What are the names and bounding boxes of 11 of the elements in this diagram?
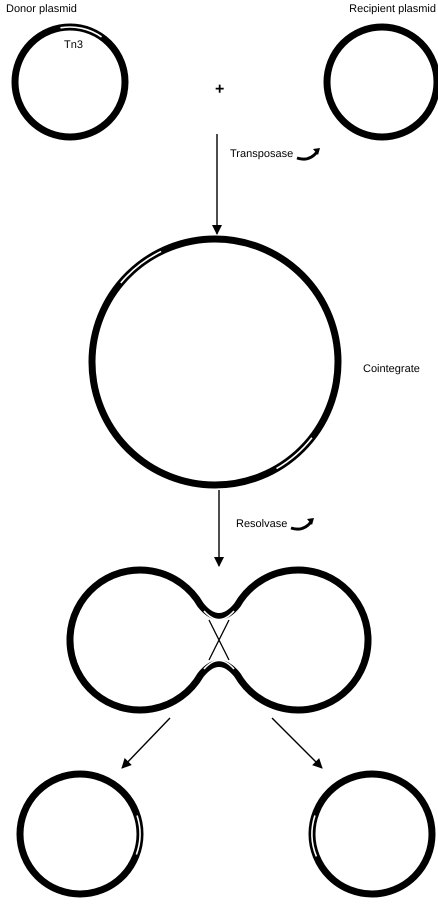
plasmid-label: Recipient plasmid (349, 4, 436, 15)
arrow (212, 134, 222, 235)
arrow (214, 490, 224, 567)
plasmid-label: Cointegrate (363, 364, 420, 375)
plus-sign: + (215, 82, 224, 98)
transposon-label: Tn3 (64, 40, 83, 51)
plasmid-label: Donor plasmid (6, 4, 77, 15)
edge-label: Transposase (230, 148, 294, 160)
edge-label: Resolvase (236, 518, 288, 530)
arrow (121, 718, 170, 769)
arrow (272, 718, 323, 769)
